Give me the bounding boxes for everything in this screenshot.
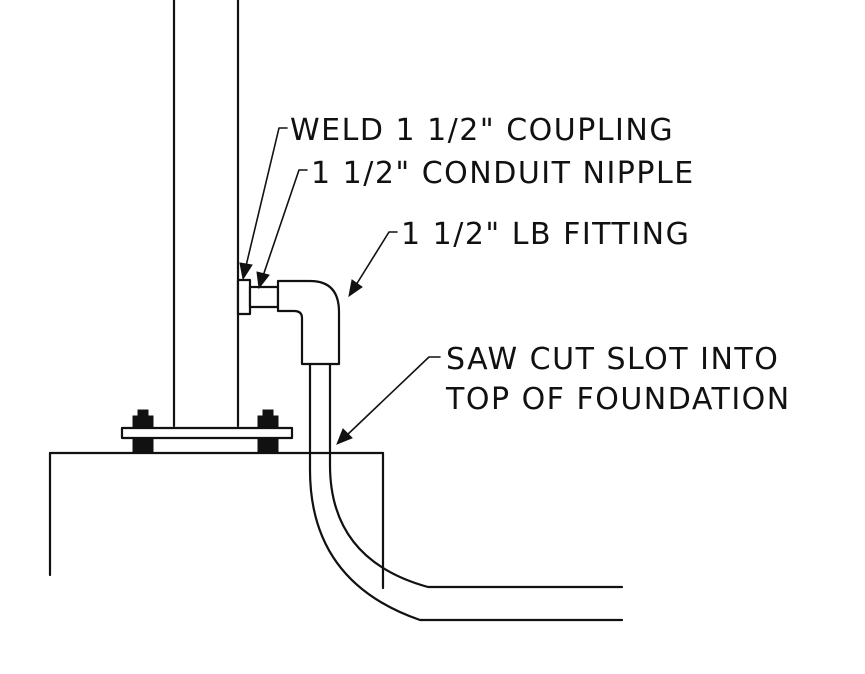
conduit-nipple xyxy=(248,285,280,309)
callout-lb-fitting: 1 1/2" LB FITTING xyxy=(401,217,690,252)
conduit-run xyxy=(308,362,624,622)
pole xyxy=(172,0,240,428)
leader-coupling xyxy=(239,127,288,281)
callout-conduit-nipple: 1 1/2" CONDUIT NIPPLE xyxy=(311,156,695,191)
foundation xyxy=(48,451,385,590)
lb-fitting xyxy=(276,279,341,366)
callout-coupling: WELD 1 1/2" COUPLING xyxy=(290,113,674,148)
left-anchor-bolt xyxy=(132,409,154,453)
right-anchor-bolt xyxy=(257,409,279,453)
leader-lb-fitting xyxy=(348,231,398,298)
callout-saw-cut-slot-line1: SAW CUT SLOT INTO xyxy=(446,342,779,377)
leader-saw-cut-slot xyxy=(336,356,441,445)
callout-saw-cut-slot-line2: TOP OF FOUNDATION xyxy=(445,382,791,417)
coupling xyxy=(236,278,252,316)
leader-nipple xyxy=(256,169,308,290)
base-plate xyxy=(120,409,294,453)
